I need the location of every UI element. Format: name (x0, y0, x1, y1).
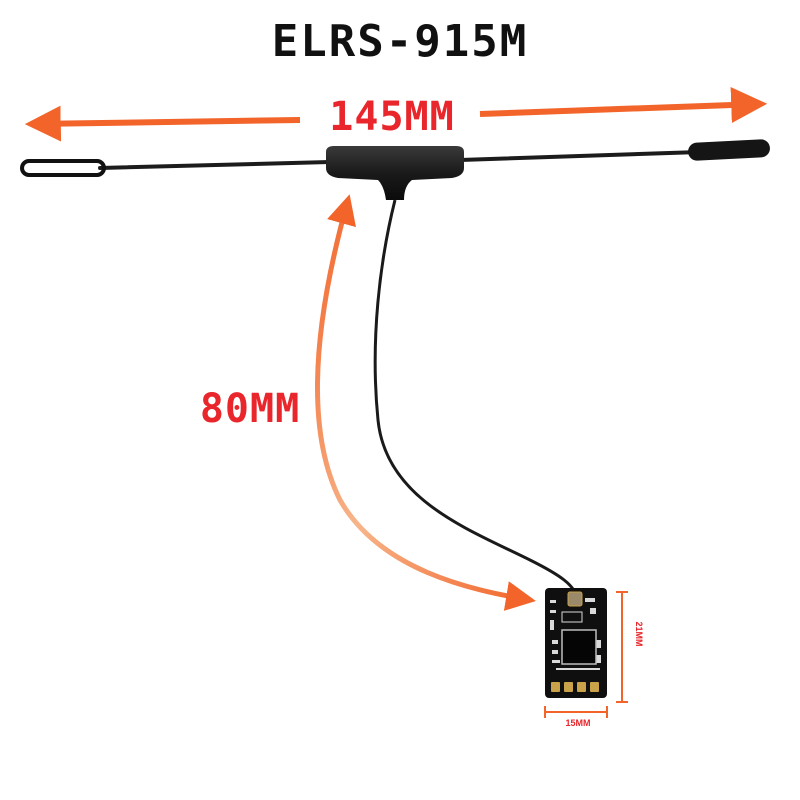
width-arrow-left (24, 105, 301, 142)
antenna-hub (326, 146, 464, 200)
t-antenna (20, 139, 770, 601)
cable-length-arrow (314, 194, 536, 611)
cable-length-dimension: 80MM (200, 194, 536, 611)
ufl-connector (567, 591, 583, 607)
board-width-dimension: 15MM (544, 706, 608, 728)
antenna-left-element (98, 160, 332, 170)
board-height-dimension: 21MM (616, 591, 644, 703)
coax-cable (373, 199, 580, 601)
rf-chip (561, 629, 597, 665)
solder-pads (551, 682, 599, 692)
antenna-width-dimension: 145MM (24, 87, 768, 142)
antenna-right-element (458, 150, 702, 162)
receiver-board (545, 588, 607, 698)
antenna-left-tip (20, 159, 106, 177)
width-arrow-right (479, 87, 768, 124)
antenna-width-label: 145MM (329, 94, 454, 140)
silkscreen-components (550, 598, 601, 670)
board-height-label: 21MM (634, 621, 644, 646)
cable-length-label: 80MM (200, 386, 300, 432)
board-width-label: 15MM (565, 718, 590, 728)
antenna-right-tip (688, 139, 770, 161)
product-title: ELRS-915M (272, 16, 528, 67)
